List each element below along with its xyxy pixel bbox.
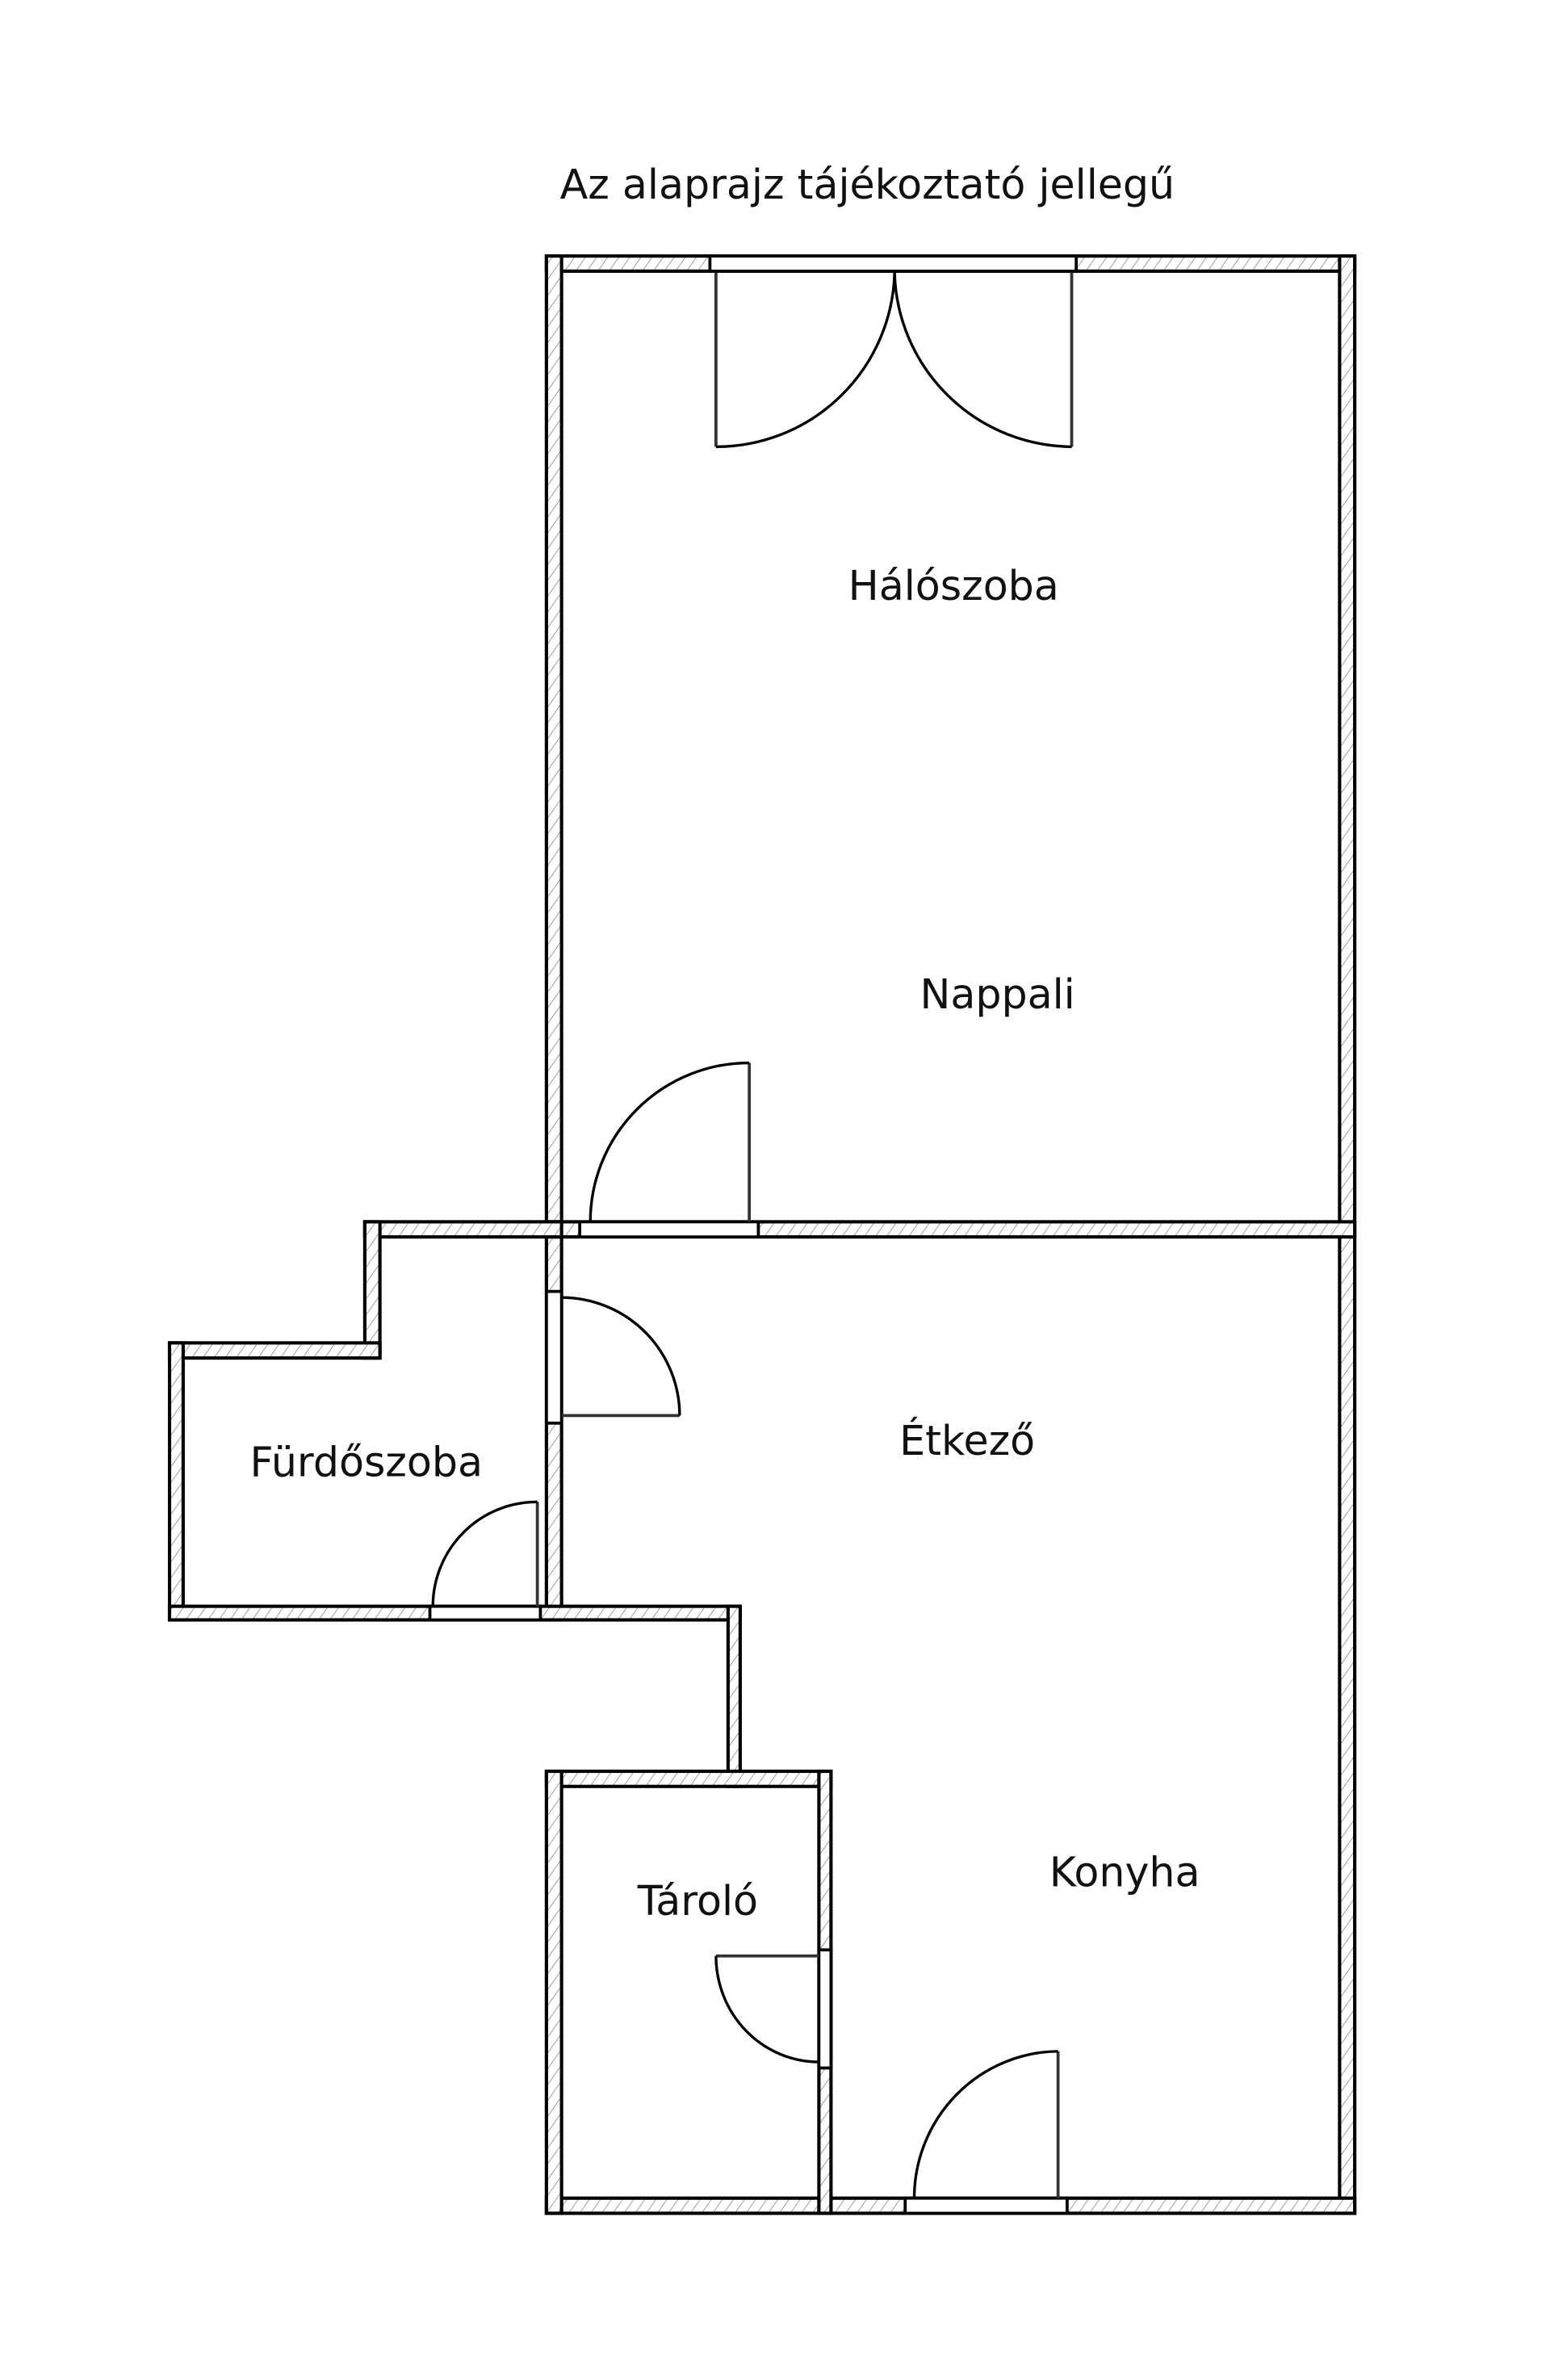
door-swings — [431, 272, 1074, 2198]
room-label-furdoszoba: Fürdőszoba — [250, 1438, 483, 1485]
plan-disclaimer-title: Az alaprajz tájékoztató jellegű — [560, 161, 1175, 208]
walls — [167, 254, 1357, 2215]
door-icon — [561, 1296, 681, 1418]
balcony-window-opening — [708, 254, 1078, 273]
door-icon — [589, 1061, 751, 1222]
room-label-nappali: Nappali — [920, 970, 1075, 1018]
room-labels: Hálószoba Nappali Étkező Fürdőszoba Táro… — [250, 562, 1200, 1925]
room-label-haloszoba: Hálószoba — [848, 562, 1059, 610]
door-icon — [912, 2050, 1060, 2198]
door-icon — [714, 1954, 819, 2064]
room-label-etkezo: Étkező — [899, 1417, 1035, 1464]
double-door-icon — [714, 272, 1074, 449]
room-label-tarolo: Tároló — [637, 1877, 758, 1925]
openings — [428, 254, 1078, 2215]
room-label-konyha: Konyha — [1049, 1849, 1200, 1896]
door-icon — [431, 1500, 539, 1607]
